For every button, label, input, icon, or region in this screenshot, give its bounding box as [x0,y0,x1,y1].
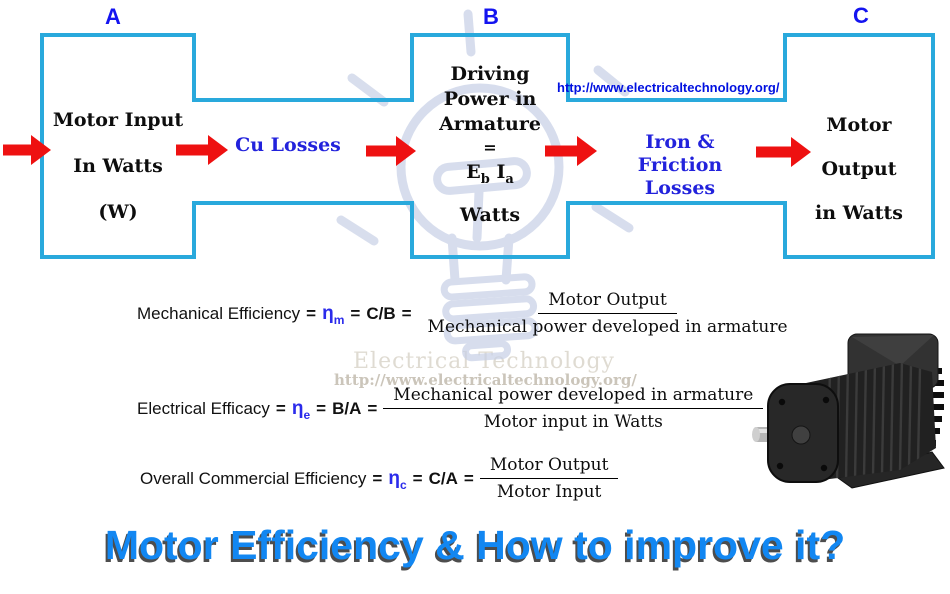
ia-sub: a [505,171,514,187]
box-b-formula: Eb Ia [412,159,568,186]
equals-sign: = [412,468,423,488]
box-b-equals: = [483,138,497,157]
watermark-url: http://www.electricaltechnology.org/ [334,371,637,389]
eta-sub: e [303,407,311,422]
iron-friction-line1: Iron & Friction [637,131,723,176]
ia-base: I [496,161,506,183]
flow-arrow [3,135,51,165]
watermark-title: Electrical Technology [353,349,615,374]
equals-sign: = [275,398,286,418]
box-b-watts: Watts [459,204,521,226]
eta-sub: c [399,477,407,492]
power-flow-diagram [40,9,935,362]
motor-image [752,333,945,489]
equals-sign: = [401,303,412,323]
motor-bolts [776,396,830,472]
fraction-numerator: Motor Output [479,455,619,479]
fraction: Motor Output Mechanical power developed … [418,290,798,337]
flow-diagram-outline [40,33,935,259]
formula-label: Mechanical Efficiency [137,303,301,323]
box-motor-output: Motor Output in Watts [786,103,932,235]
iron-friction-line2: Losses [644,177,716,199]
fraction-denominator: Motor Input [496,482,602,502]
fraction-numerator: Motor Output [538,290,677,314]
formula-label: Overall Commercial Efficiency [140,468,367,488]
fraction: Mechanical power developed in armature M… [383,385,764,432]
box-c-line1: Motor Output [821,114,897,180]
box-a-line2: In Watts [73,155,163,177]
eta-base: η [322,302,334,324]
equals-sign: = [367,398,378,418]
motor-hub [791,425,811,445]
box-c-line2: in Watts [815,202,903,224]
formula-row-electrical: Electrical Efficacy = ηe = B/A = Mechani… [137,385,764,432]
box-a-line3: (W) [98,201,138,223]
eta-base: η [388,467,400,489]
eta-symbol: ηe [291,397,311,422]
box-driving-power: Driving Power in Armature = Eb Ia Watts [412,62,568,228]
flow-arrow [756,137,811,167]
box-b-line1: Driving [450,63,530,85]
eb-sub: b [480,171,490,187]
fraction-denominator: Motor input in Watts [483,412,663,432]
box-a-line1: Motor Input [52,109,184,131]
eta-base: η [291,397,304,419]
formula-row-mechanical: Mechanical Efficiency = ηm = C/B = Motor… [137,290,798,337]
equals-sign: = [350,303,361,323]
formula-ratio: B/A [332,398,362,418]
formula-label: Electrical Efficacy [137,398,270,418]
eta-sub: m [333,312,345,327]
equals-sign: = [372,468,383,488]
eta-symbol: ηc [388,467,407,492]
flow-arrow [545,136,597,166]
cu-losses-label: Cu Losses [235,134,341,156]
main-title: Motor Efficiency & How to improve it? [104,522,846,568]
eb-base: E [466,161,481,183]
formula-ratio: C/A [428,468,458,488]
flow-arrow [176,135,228,165]
fraction: Motor Output Motor Input [479,455,619,502]
fraction-denominator: Mechanical power developed in armature [427,317,788,337]
box-motor-input: Motor Input In Watts (W) [40,97,196,235]
website-url: http://www.electricaltechnology.org/ [557,80,780,95]
stage-label-b: B [483,4,499,29]
box-b-line2: Power in [443,88,537,110]
equals-sign: = [316,398,327,418]
formula-ratio: C/B [366,303,396,323]
equals-sign: = [463,468,474,488]
stage-label-c: C [853,3,869,28]
fraction-numerator: Mechanical power developed in armature [383,385,764,409]
stage-label-a: A [105,4,121,29]
box-b-line3: Armature [439,113,541,135]
eta-symbol: ηm [322,302,345,327]
equals-sign: = [306,303,317,323]
formula-row-overall: Overall Commercial Efficiency = ηc = C/A… [140,455,619,502]
iron-friction-losses-label: Iron & Friction Losses [600,131,760,200]
flow-arrow [366,136,416,166]
